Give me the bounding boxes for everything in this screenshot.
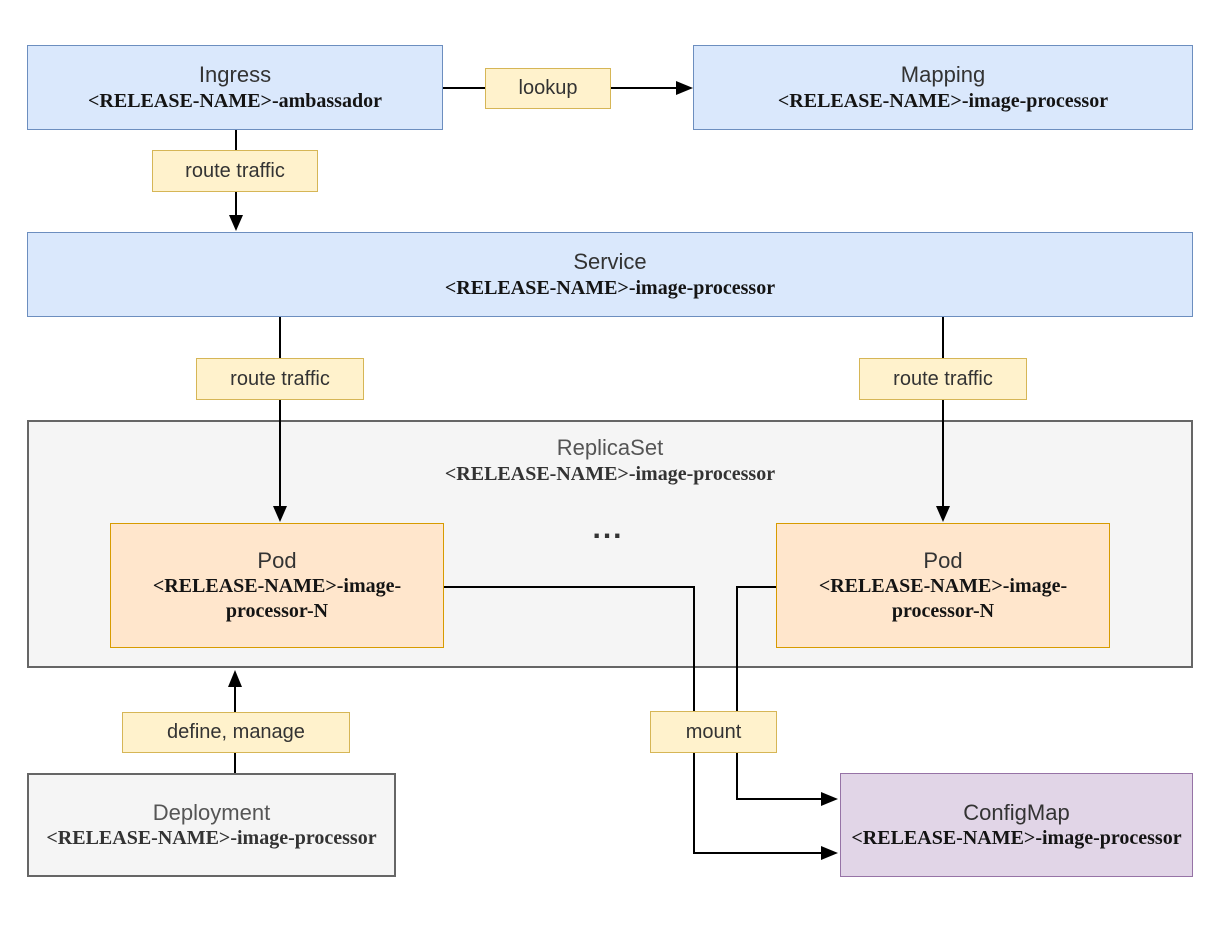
more-pods-ellipsis: ...: [592, 512, 624, 545]
mapping-node: Mapping <RELEASE-NAME>-image-processor: [693, 45, 1193, 130]
lookup-edge-label: lookup: [485, 68, 611, 109]
ingress-title: Ingress: [198, 62, 272, 88]
configmap-title: ConfigMap: [963, 799, 1070, 825]
arrowhead-into-configmap-upper: [821, 792, 838, 806]
deployment-node: Deployment <RELEASE-NAME>-image-processo…: [27, 773, 396, 877]
pod-right-node: Pod <RELEASE-NAME>-image-processor-N: [776, 523, 1110, 648]
ingress-node: Ingress <RELEASE-NAME>-ambassador: [27, 45, 443, 130]
replicaset-subtitle: <RELEASE-NAME>-image-processor: [444, 462, 776, 485]
mount-edge-label: mount: [650, 711, 777, 753]
pod-left-subtitle: <RELEASE-NAME>-image-processor-N: [152, 575, 402, 623]
ingress-subtitle: <RELEASE-NAME>-ambassador: [88, 89, 382, 112]
route-traffic-edge-label-right: route traffic: [859, 358, 1027, 400]
deployment-subtitle: <RELEASE-NAME>-image-processor: [46, 827, 377, 850]
service-subtitle: <RELEASE-NAME>-image-processor: [444, 276, 776, 299]
define-manage-edge-label: define, manage: [122, 712, 350, 753]
mapping-title: Mapping: [900, 62, 986, 88]
service-node: Service <RELEASE-NAME>-image-processor: [27, 232, 1193, 317]
arrowhead-into-service: [229, 215, 243, 231]
pod-right-title: Pod: [923, 547, 963, 573]
pod-left-node: Pod <RELEASE-NAME>-image-processor-N: [110, 523, 444, 648]
route-traffic-edge-label-top: route traffic: [152, 150, 318, 192]
pod-left-title: Pod: [257, 547, 297, 573]
configmap-subtitle: <RELEASE-NAME>-image-processor: [851, 827, 1182, 850]
pod-right-subtitle: <RELEASE-NAME>-image-processor-N: [818, 575, 1068, 623]
replicaset-title: ReplicaSet: [556, 435, 664, 460]
mapping-subtitle: <RELEASE-NAME>-image-processor: [777, 89, 1109, 112]
configmap-node: ConfigMap <RELEASE-NAME>-image-processor: [840, 773, 1193, 877]
arrowhead-into-configmap-lower: [821, 846, 838, 860]
service-title: Service: [573, 249, 647, 275]
route-traffic-edge-label-left: route traffic: [196, 358, 364, 400]
arrowhead-into-replicaset: [228, 670, 242, 687]
arrowhead-into-mapping: [676, 81, 693, 95]
deployment-title: Deployment: [152, 799, 271, 825]
